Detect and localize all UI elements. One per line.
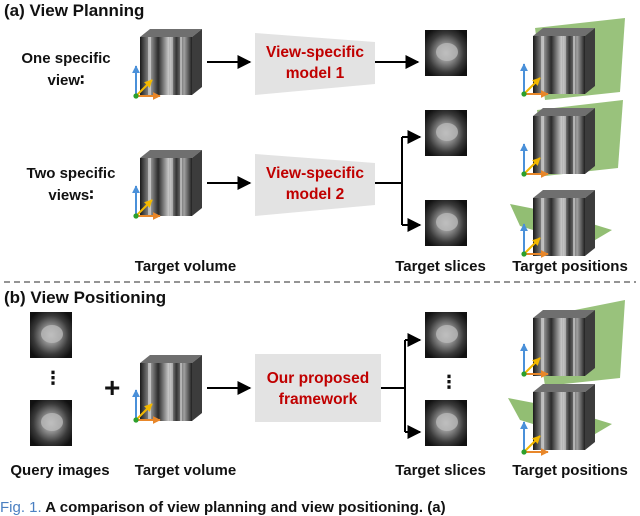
volume-positioning bbox=[133, 355, 202, 423]
target-position-2b bbox=[508, 384, 612, 455]
target-position-2a bbox=[521, 100, 623, 177]
slice-dots: ⋮ bbox=[440, 372, 458, 392]
model1-line2: model 1 bbox=[285, 65, 345, 82]
volume-two-views bbox=[133, 150, 202, 219]
positioning-title: (b) View Positioning bbox=[4, 288, 167, 307]
branch-arrows-b bbox=[381, 333, 422, 439]
model1-label: View-specific model 1 bbox=[255, 42, 375, 84]
model2-line2: model 2 bbox=[285, 186, 345, 203]
target-slice-2b bbox=[425, 400, 467, 446]
target-positions-label-b: Target positions bbox=[512, 462, 628, 479]
two-views-label-2: views∶ bbox=[48, 187, 94, 204]
plus-sign: + bbox=[104, 372, 121, 403]
query-dots: ⋮ bbox=[44, 368, 62, 388]
target-volume-label-b: Target volume bbox=[134, 462, 237, 479]
framework-line2: framework bbox=[278, 391, 358, 408]
target-position-1b bbox=[521, 300, 625, 386]
planning-title: (a) View Planning bbox=[4, 1, 145, 20]
target-slices-label-a: Target slices bbox=[395, 258, 486, 275]
model1-line1: View-specific bbox=[266, 44, 364, 61]
target-positions-label-a: Target positions bbox=[512, 258, 628, 275]
target-position-3a bbox=[510, 190, 612, 257]
target-slice-1b bbox=[425, 312, 467, 358]
target-slice-3a bbox=[425, 200, 467, 246]
model2-line1: View-specific bbox=[266, 165, 364, 182]
model2-label: View-specific model 2 bbox=[255, 163, 375, 205]
branch-arrows-a bbox=[375, 130, 422, 232]
query-image-1 bbox=[30, 312, 72, 358]
framework-line1: Our proposed bbox=[266, 370, 370, 387]
caption-fig-label: Fig. 1. bbox=[0, 499, 42, 516]
caption-text: A comparison of view planning and view p… bbox=[41, 499, 446, 516]
two-views-label-1: Two specific bbox=[26, 165, 116, 182]
one-view-label-1: One specific bbox=[21, 50, 111, 67]
framework-box bbox=[255, 354, 381, 422]
volume-one-view bbox=[133, 29, 202, 99]
model1-box bbox=[255, 33, 375, 95]
query-image-2 bbox=[30, 400, 72, 446]
target-position-1a bbox=[521, 18, 625, 100]
model2-box bbox=[255, 154, 375, 216]
framework-label: Our proposed framework bbox=[255, 368, 381, 410]
target-volume-label-a: Target volume bbox=[134, 258, 237, 275]
one-view-label-2: view∶ bbox=[47, 72, 85, 89]
target-slice-1a bbox=[425, 30, 467, 76]
target-slices-label-b: Target slices bbox=[395, 462, 486, 479]
target-slice-2a bbox=[425, 110, 467, 156]
query-images-label: Query images bbox=[10, 462, 110, 479]
figure-caption: Fig. 1. A comparison of view planning an… bbox=[0, 499, 640, 516]
